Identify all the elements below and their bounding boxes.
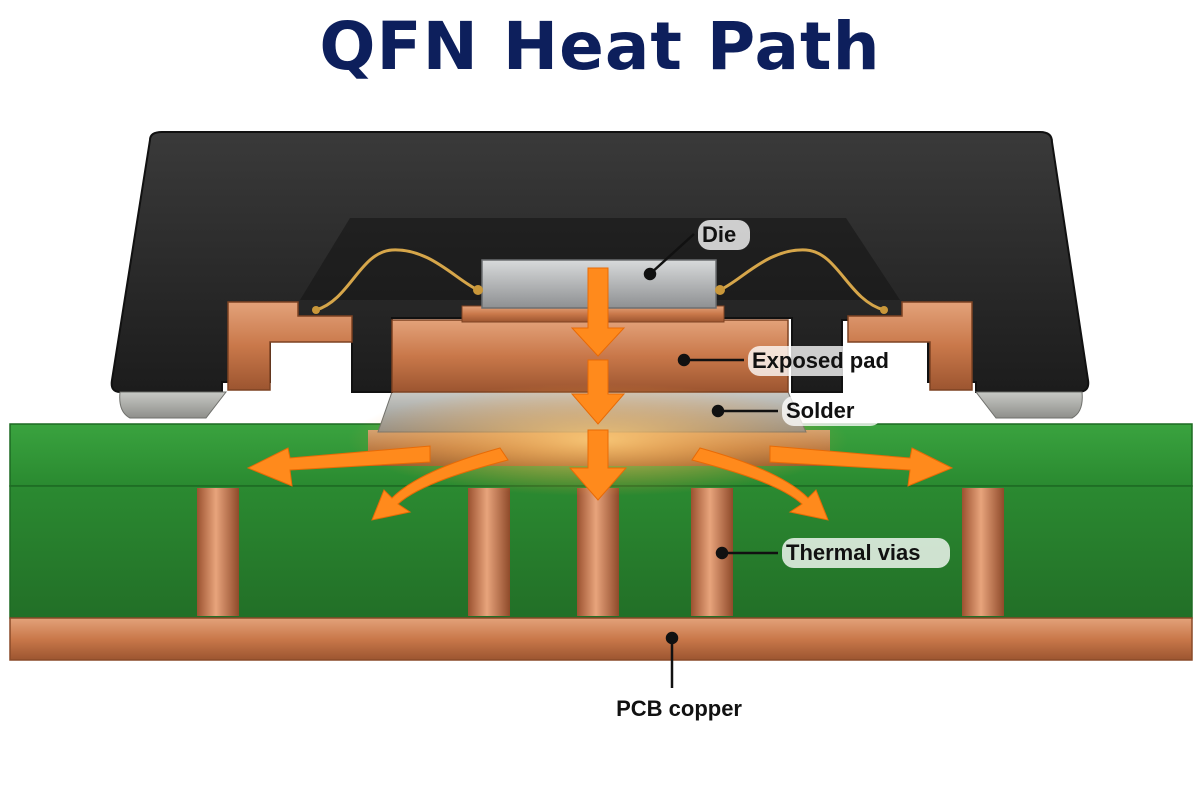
bond-wires <box>312 248 888 314</box>
heat-arrow-left-far <box>246 445 431 487</box>
thermal-via <box>962 488 1004 616</box>
heat-arrow-down-pad <box>570 359 626 425</box>
solder-fillet-right <box>974 391 1083 419</box>
mold-cavity <box>300 218 900 300</box>
thermal-vias <box>197 488 1004 616</box>
solder-fillet-left <box>119 391 228 419</box>
label-solder: Solder <box>786 398 855 423</box>
thermal-via <box>468 488 510 616</box>
lead-left <box>227 301 353 391</box>
leader-lines <box>643 233 778 688</box>
heat-arrow-down-pcb <box>568 429 628 501</box>
page-title: QFN Heat Path <box>319 8 881 85</box>
heat-arrows <box>246 267 954 521</box>
lead-right <box>847 301 973 391</box>
bond-wire-left <box>315 248 479 312</box>
heat-arrow-down-die <box>570 267 626 357</box>
pcb-copper-plane <box>9 617 1193 661</box>
bond-wire-right <box>719 248 885 312</box>
label-halos <box>698 220 950 568</box>
label-pcb-copper: PCB copper <box>616 696 742 721</box>
thermal-via <box>197 488 239 616</box>
heat-arrow-right-far <box>769 445 954 487</box>
label-die: Die <box>702 222 736 247</box>
label-exposed-pad: Exposed pad <box>752 348 889 373</box>
heat-arrow-right-curve <box>691 447 829 521</box>
thermal-via <box>577 488 619 616</box>
label-thermal-vias: Thermal vias <box>786 540 921 565</box>
heat-arrow-left-curve <box>371 447 509 521</box>
